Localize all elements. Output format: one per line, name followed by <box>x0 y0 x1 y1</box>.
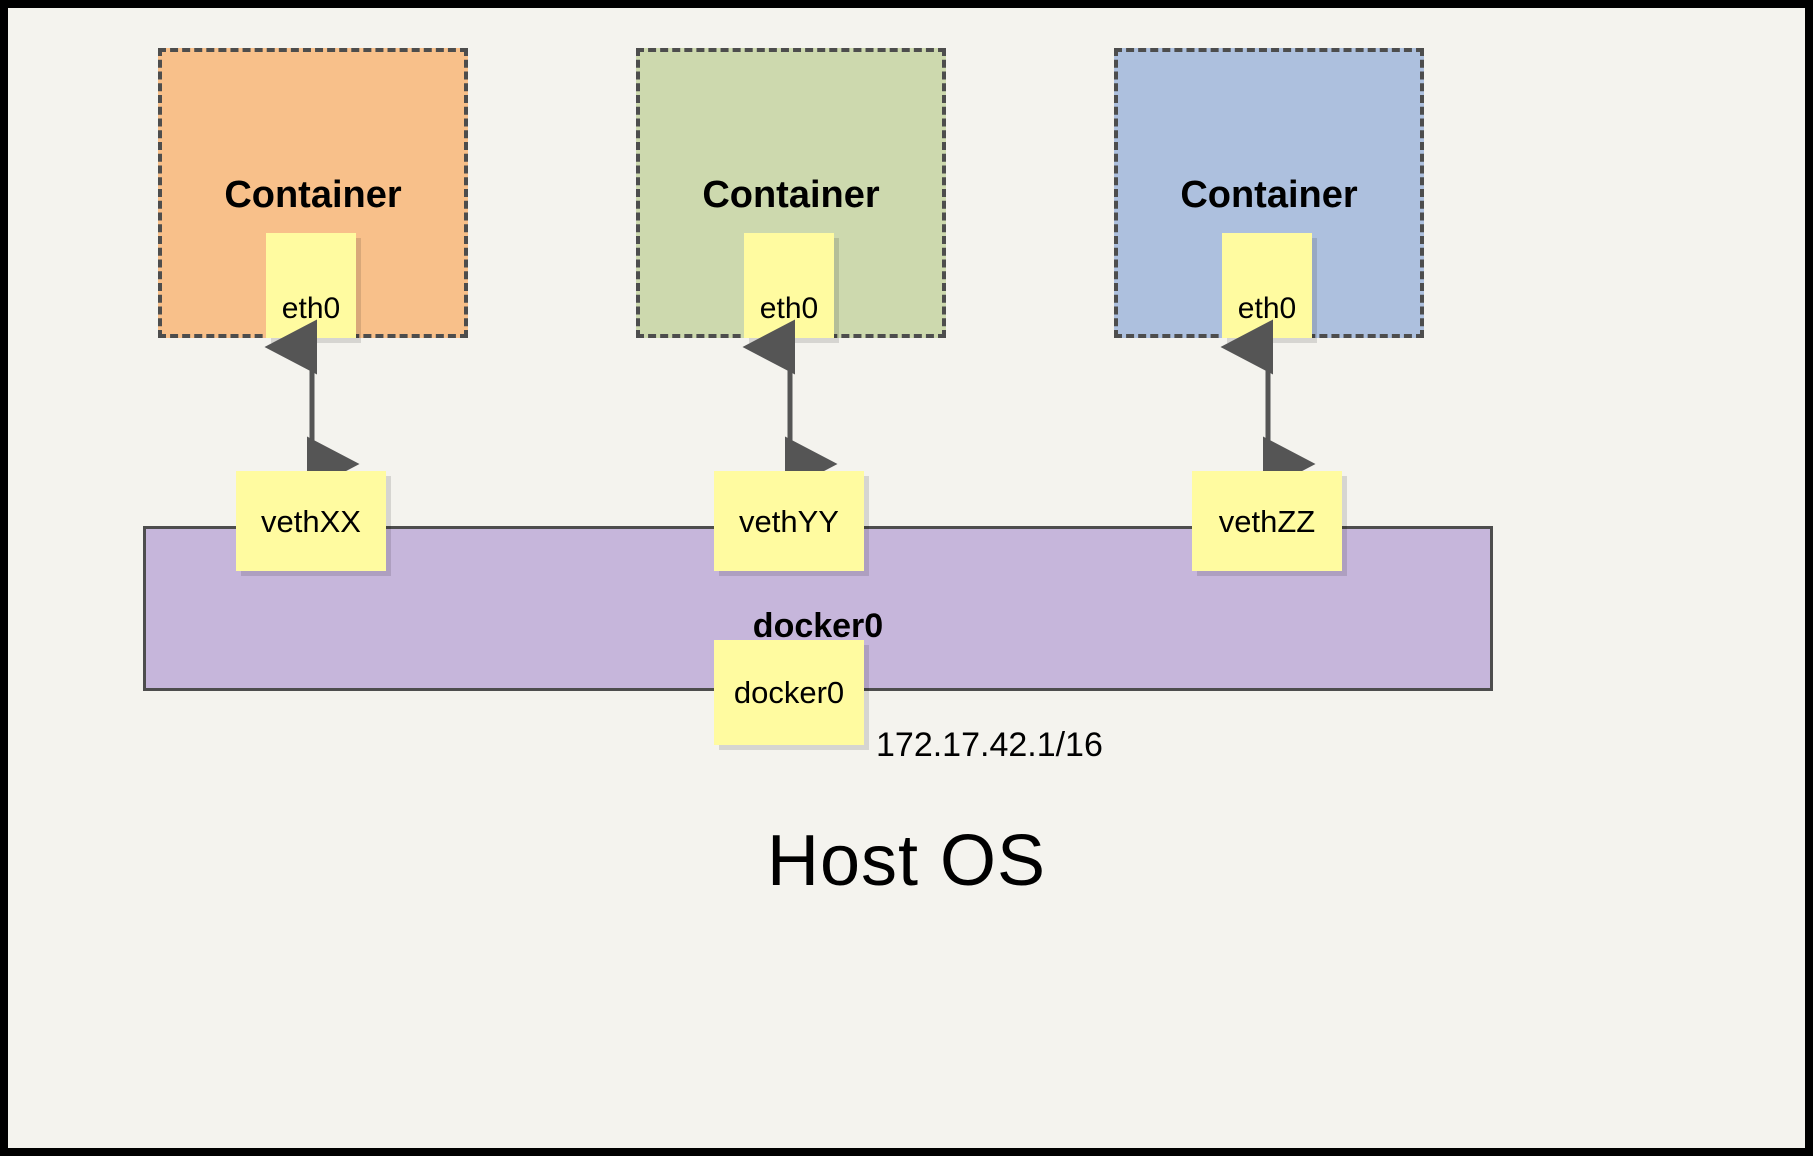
eth0-note-1: eth0 <box>266 233 356 338</box>
eth0-note-2: eth0 <box>744 233 834 338</box>
link-arrow-1 <box>264 319 360 492</box>
container-title-1: Container <box>224 174 402 216</box>
veth-label-3: vethZZ <box>1218 503 1316 539</box>
veth-label-1: vethXX <box>261 503 361 539</box>
eth0-label-1: eth0 <box>281 292 341 325</box>
veth-label-2: vethYY <box>739 503 839 539</box>
link-arrow-3 <box>1220 319 1316 492</box>
veth-note-1: vethXX <box>236 471 386 571</box>
veth-note-3: vethZZ <box>1192 471 1342 571</box>
docker0-port-note: docker0 <box>714 640 864 745</box>
veth-note-2: vethYY <box>714 471 864 571</box>
container-title-2: Container <box>702 174 880 216</box>
docker0-ip-address: 172.17.42.1/16 <box>876 726 1103 764</box>
docker0-bridge-label: docker0 <box>752 607 884 645</box>
diagram-stage: Container eth0 Container eth0 Container … <box>8 8 1805 1148</box>
docker0-port-label: docker0 <box>733 675 845 710</box>
eth0-label-2: eth0 <box>759 292 819 325</box>
eth0-label-3: eth0 <box>1237 292 1297 325</box>
container-title-3: Container <box>1180 174 1358 216</box>
link-arrow-2 <box>742 319 838 492</box>
eth0-note-3: eth0 <box>1222 233 1312 338</box>
host-os-label: Host OS <box>766 821 1047 901</box>
